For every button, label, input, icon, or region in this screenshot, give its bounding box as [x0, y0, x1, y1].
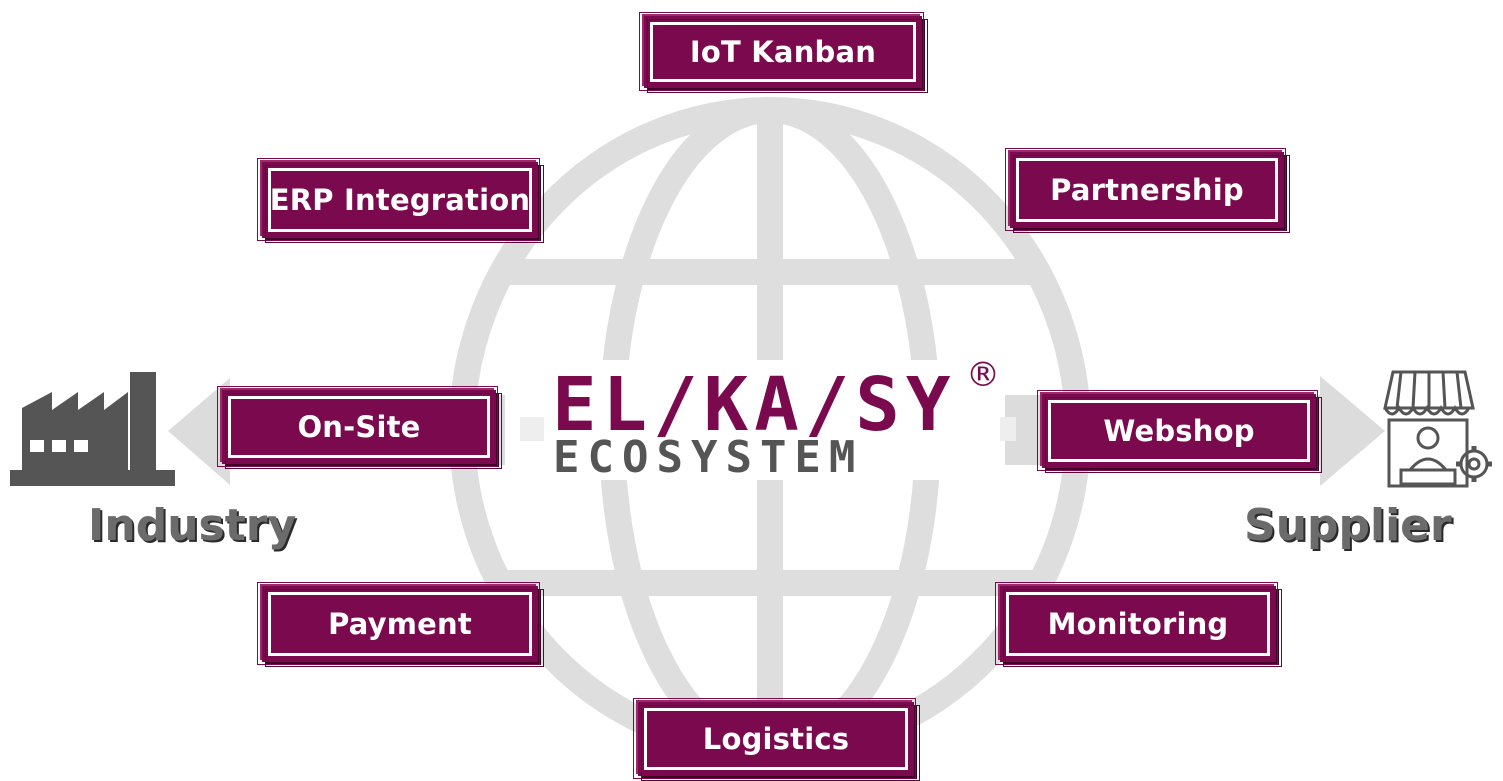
elkasy-logo: EL/KA/SY: [552, 362, 957, 448]
service-label: Logistics: [702, 722, 850, 756]
service-box-payment: Payment: [257, 582, 544, 667]
service-box-iot-kanban: IoT Kanban: [639, 12, 928, 93]
service-box-logistics: Logistics: [633, 698, 920, 781]
ecosystem-subtitle: ECOSYSTEM: [553, 432, 864, 483]
service-label: IoT Kanban: [689, 35, 877, 69]
registered-mark: ®: [966, 355, 1000, 395]
service-box-partnership: Partnership: [1005, 148, 1290, 233]
factory-icon: [10, 372, 175, 486]
service-box-on-site: On-Site: [217, 386, 502, 469]
service-label: Partnership: [1050, 173, 1244, 207]
service-box-monitoring: Monitoring: [995, 582, 1282, 667]
service-label: On-Site: [297, 410, 421, 444]
service-box-webshop: Webshop: [1037, 390, 1322, 473]
supplier-label: Supplier: [1244, 500, 1452, 551]
service-box-erp-integration: ERP Integration: [257, 158, 544, 243]
service-label: ERP Integration: [269, 183, 531, 217]
service-label: Payment: [328, 607, 472, 641]
service-label: Monitoring: [1047, 607, 1229, 641]
supplier-shop-icon: [1383, 370, 1492, 488]
industry-label: Industry: [88, 500, 297, 551]
service-label: Webshop: [1103, 414, 1255, 448]
